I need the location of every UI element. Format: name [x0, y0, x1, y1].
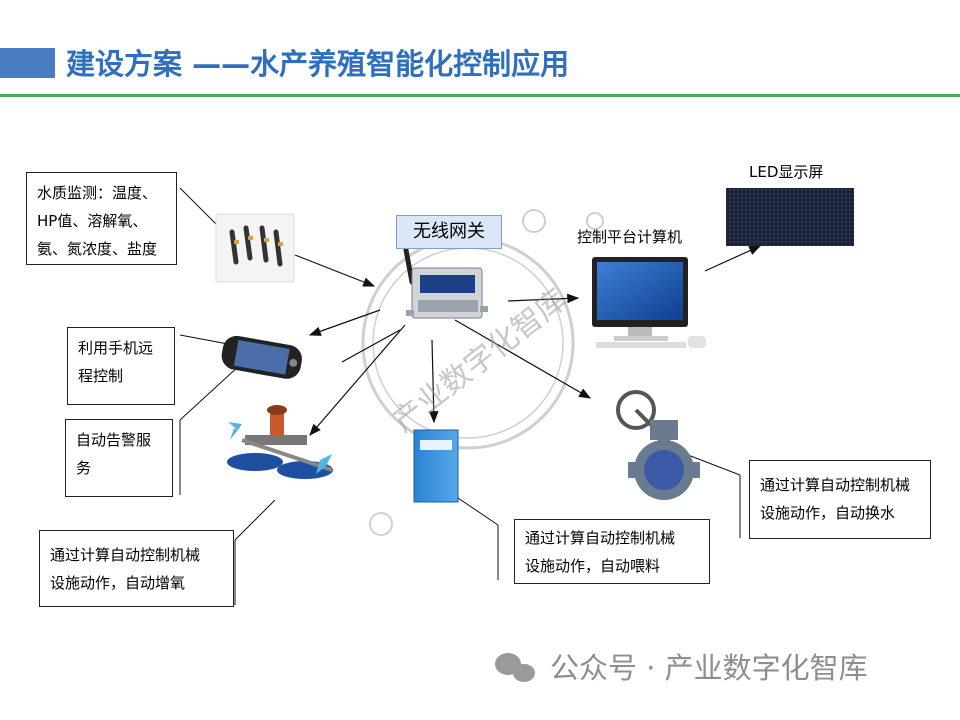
arrow-gateway-to-valve: [454, 319, 592, 399]
leader-alarm: [179, 364, 241, 421]
valve-line-1: 通过计算自动控制机械: [760, 476, 911, 494]
alarm-box: 自动告警服 务: [65, 419, 173, 497]
page-title: 建设方案 ——水产养殖智能化控制应用: [66, 47, 570, 81]
phone-control-line-1: 利用手机远: [78, 339, 154, 357]
gateway-label: 无线网关: [396, 215, 502, 249]
leader-feeder: [457, 497, 499, 526]
aerator-box: 通过计算自动控制机械 设施动作，自动增氧: [39, 530, 234, 607]
led-label: LED显示屏: [749, 163, 824, 181]
arrow-gateway-to-computer: [507, 293, 580, 304]
alarm-line-2: 务: [76, 459, 92, 477]
alarm-line-1: 自动告警服: [76, 431, 152, 449]
wechat-icon: [495, 653, 535, 682]
arrow-computer-to-led: [704, 245, 762, 272]
phone-control-box: 利用手机远 程控制: [67, 327, 175, 405]
aerator-image: [227, 405, 333, 479]
leader-aerator: [234, 499, 276, 541]
water-quality-line-2: HP值、溶解氧、: [37, 212, 148, 230]
arrow-gateway-to-phone-2: [341, 329, 401, 363]
feeder-box: 通过计算自动控制机械 设施动作，自动喂料: [514, 519, 710, 584]
valve-line-2: 设施动作，自动换水: [760, 504, 896, 522]
arrow-gateway-to-feeder: [428, 339, 439, 424]
wireless-gateway-image: [403, 247, 488, 319]
led-screen-image: [726, 188, 854, 246]
aerator-line-2: 设施动作，自动增氧: [50, 574, 186, 592]
sensor-probes-image: [215, 213, 295, 283]
header-divider: [0, 94, 960, 97]
phone-image: [221, 335, 302, 379]
butterfly-valve-image: [616, 390, 700, 500]
water-quality-line-1: 水质监测：温度、: [37, 184, 158, 202]
watermark-footer-text: 公众号 · 产业数字化智库: [550, 651, 868, 685]
water-quality-line-3: 氨、氮浓度、盐度: [37, 240, 158, 258]
header-accent-bar: [0, 48, 55, 78]
computer-label: 控制平台计算机: [577, 228, 683, 246]
feeder-cabinet-image: [413, 429, 459, 503]
computer-image: [592, 257, 706, 348]
phone-control-line-2: 程控制: [78, 367, 124, 385]
feeder-line-2: 设施动作，自动喂料: [525, 557, 661, 575]
leader-valve: [687, 454, 741, 476]
leader-water-quality: [179, 187, 219, 227]
valve-box: 通过计算自动控制机械 设施动作，自动换水: [749, 460, 931, 539]
arrow-gateway-to-aerator: [309, 324, 406, 436]
arrow-sensor-to-gateway: [294, 254, 376, 287]
feeder-line-1: 通过计算自动控制机械: [525, 529, 676, 547]
water-quality-box: 水质监测：温度、 HP值、溶解氧、 氨、氮浓度、盐度: [26, 172, 177, 265]
aerator-line-1: 通过计算自动控制机械: [50, 546, 201, 564]
arrow-gateway-to-phone: [308, 309, 381, 336]
